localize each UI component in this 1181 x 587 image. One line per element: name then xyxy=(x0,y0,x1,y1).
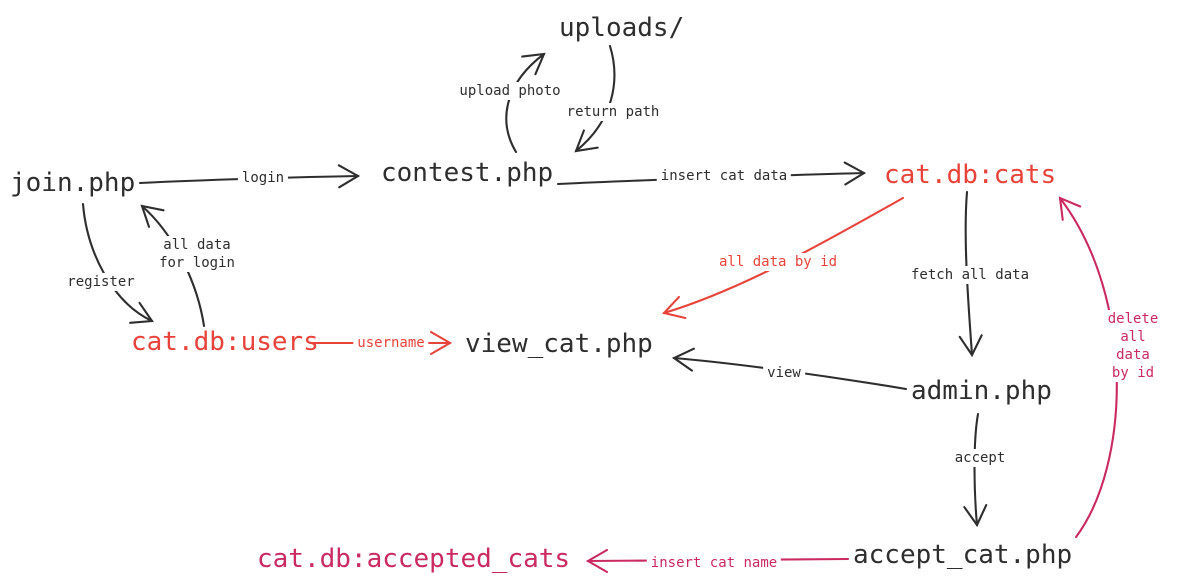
edge-label-accept: accept xyxy=(950,449,1010,467)
edge-accept-line xyxy=(963,412,988,528)
edge-register-line xyxy=(81,202,154,324)
node-contest-php: contest.php xyxy=(381,158,554,188)
node-cat-db-users: cat.db:users xyxy=(131,327,319,357)
node-admin-php: admin.php xyxy=(911,376,1052,406)
node-join-php: join.php xyxy=(10,168,136,198)
edge-label-login: login xyxy=(237,169,289,187)
node-uploads-dir: uploads/ xyxy=(559,13,685,43)
node-view-cat-php: view_cat.php xyxy=(465,329,653,359)
node-cat-db-accepted-cats: cat.db:accepted_cats xyxy=(257,544,571,574)
edge-label-view: view xyxy=(763,364,805,382)
edge-return-path-line xyxy=(574,44,616,153)
node-cat-db-cats: cat.db:cats xyxy=(884,160,1057,190)
edge-label-username: username xyxy=(353,334,429,352)
edge-label-register: register xyxy=(63,273,139,291)
edge-label-upload-photo: upload photo xyxy=(455,82,565,100)
node-accept-cat-php: accept_cat.php xyxy=(853,540,1073,570)
edge-label-fetch-all-data: fetch all data xyxy=(906,266,1034,284)
edge-upload-photo-line xyxy=(505,52,546,154)
edge-label-return-path: return path xyxy=(562,103,664,121)
edge-label-delete-all-data-by-id: delete all data by id xyxy=(1103,310,1163,382)
edge-label-all-data-for-login: all data for login xyxy=(155,236,239,272)
edge-label-insert-cat-data: insert cat data xyxy=(656,167,792,185)
edge-label-all-data-by-id: all data by id xyxy=(714,253,842,271)
edge-label-insert-cat-name: insert cat name xyxy=(646,554,782,572)
